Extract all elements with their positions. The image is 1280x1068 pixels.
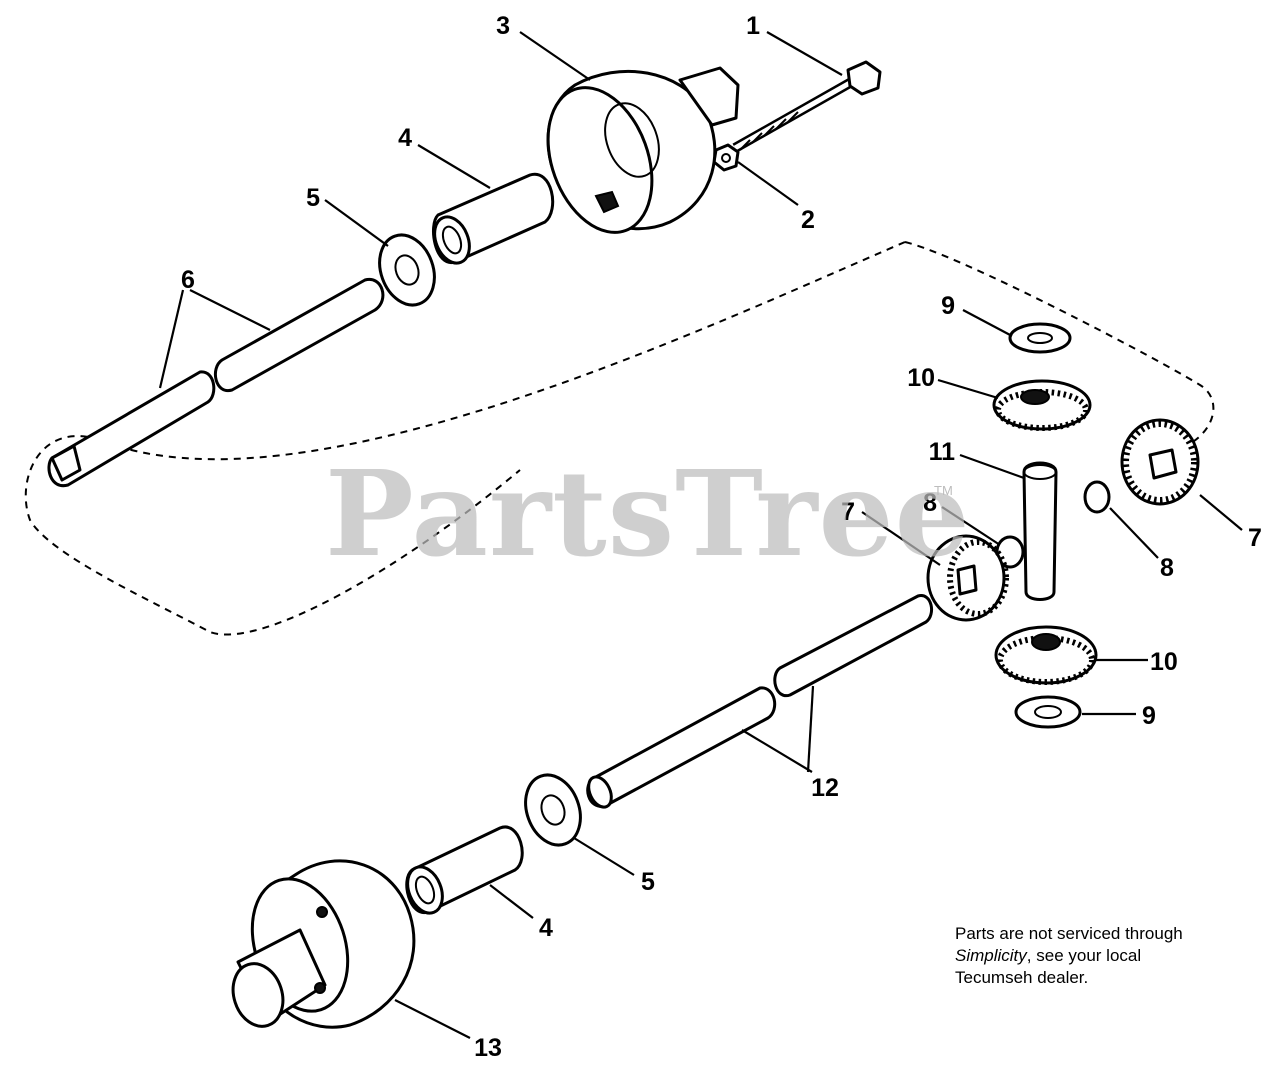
callout-2: 2	[801, 206, 815, 234]
brand-name: Simplicity	[955, 946, 1027, 965]
callout-1: 1	[746, 12, 760, 40]
callout-9-bottom: 9	[1142, 702, 1156, 730]
assembly-group-outline	[24, 241, 1215, 636]
part-4-bushing-bottom	[405, 825, 524, 915]
trademark-mark: TM	[934, 483, 953, 498]
part-5-washer-bottom	[524, 773, 582, 847]
leader-lines	[158, 31, 1243, 1039]
part-3-housing	[546, 66, 740, 234]
part-2-nut	[712, 143, 740, 172]
service-note: Parts are not serviced through Simplicit…	[955, 923, 1255, 989]
callout-13: 13	[474, 1034, 502, 1062]
part-13-housing	[231, 859, 416, 1029]
callout-4-top: 4	[398, 124, 412, 152]
callout-8-left: 8	[923, 489, 937, 517]
callout-10-top: 10	[907, 364, 935, 392]
part-5-washer-top	[378, 233, 436, 307]
service-note-line-3: Tecumseh dealer.	[955, 968, 1089, 987]
part-9-washer-bottom	[1014, 695, 1082, 729]
callout-12: 12	[811, 774, 839, 802]
service-note-line-1: Parts are not serviced through	[955, 924, 1183, 943]
callout-5-top: 5	[306, 184, 320, 212]
part-10-gear-bottom	[994, 625, 1098, 685]
callout-7-right: 7	[1248, 524, 1262, 552]
part-9-washer-top	[1008, 322, 1072, 354]
callout-5-bottom: 5	[641, 868, 655, 896]
part-7-gear-right	[1120, 418, 1200, 506]
callout-4-bottom: 4	[539, 914, 553, 942]
callout-11: 11	[929, 438, 956, 466]
part-1-bolt	[732, 60, 882, 153]
service-note-line-2: Simplicity, see your local	[955, 945, 1255, 967]
callout-9-top: 9	[941, 292, 955, 320]
callout-10-bottom: 10	[1150, 648, 1178, 676]
part-12-shaft	[586, 594, 934, 809]
part-4-bushing-top	[432, 172, 555, 265]
service-note-line-2-rest: , see your local	[1026, 946, 1142, 965]
callout-7-left: 7	[841, 498, 855, 526]
part-11-pin	[1022, 461, 1058, 601]
callout-6: 6	[181, 266, 195, 294]
part-10-gear-top	[992, 379, 1092, 431]
part-7-gear-left	[926, 534, 1009, 622]
part-6-shaft	[47, 277, 385, 488]
callout-8-right: 8	[1160, 554, 1174, 582]
callout-3: 3	[496, 12, 510, 40]
part-8-clip-right	[1083, 480, 1111, 514]
